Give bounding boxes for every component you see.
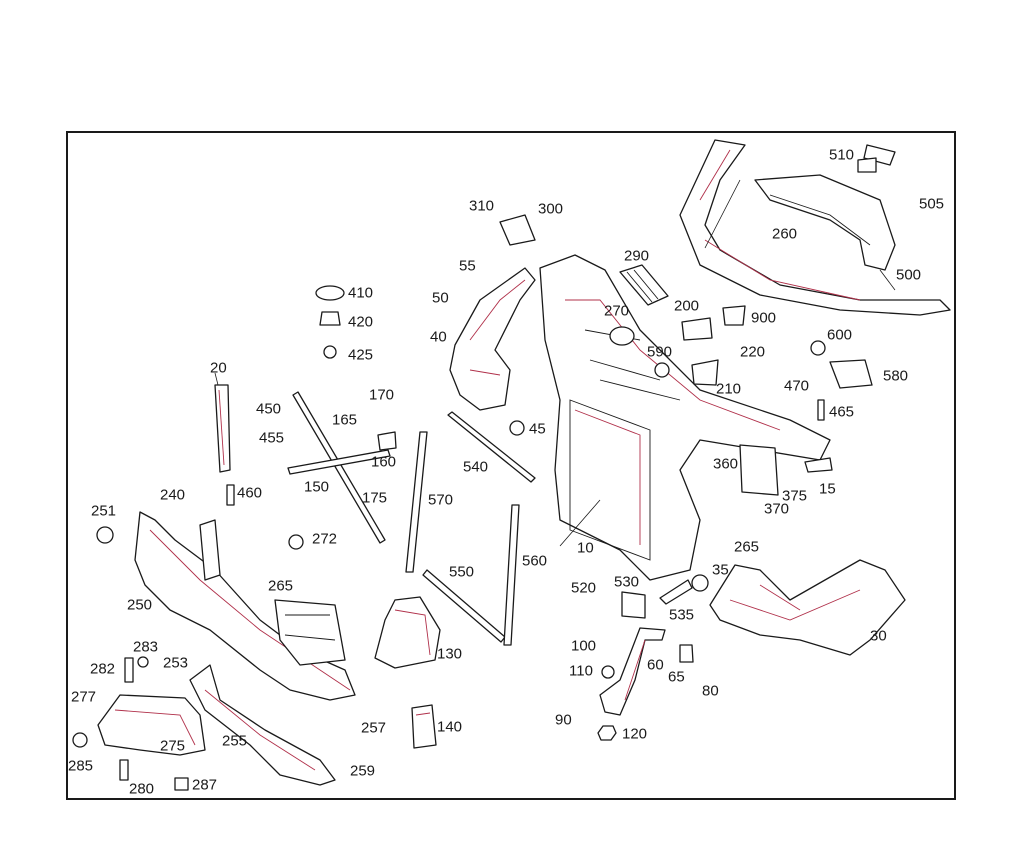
part-seal-strips: [405, 411, 536, 646]
part-grille: [619, 264, 669, 306]
callout-253: 253: [163, 654, 189, 672]
callout-287: 287: [192, 776, 218, 794]
part-vertical-rod: [214, 384, 231, 473]
callout-280: 280: [129, 780, 155, 798]
callout-560: 560: [522, 552, 548, 570]
callout-460: 460: [237, 484, 263, 502]
callout-425: 425: [348, 346, 374, 364]
callout-520: 520: [571, 579, 597, 597]
callout-275: 275: [160, 737, 186, 755]
callout-570: 570: [428, 491, 454, 509]
callout-270: 270: [604, 302, 630, 320]
callout-410: 410: [348, 284, 374, 302]
part-left-bracket: [449, 267, 536, 411]
callout-251: 251: [91, 502, 117, 520]
part-block: [411, 704, 437, 749]
callout-220: 220: [740, 343, 766, 361]
callout-300: 300: [538, 200, 564, 218]
part-bracket-arm: [599, 627, 666, 716]
callout-530: 530: [614, 573, 640, 591]
callout-455: 455: [259, 429, 285, 447]
part-lower-crossmember: [134, 511, 356, 701]
callout-50: 50: [432, 289, 449, 307]
callout-10: 10: [577, 539, 594, 557]
callout-535: 535: [669, 606, 695, 624]
callout-470: 470: [784, 377, 810, 395]
callout-282: 282: [90, 660, 116, 678]
callout-505: 505: [919, 195, 945, 213]
callout-165: 165: [332, 411, 358, 429]
callout-580: 580: [883, 367, 909, 385]
callout-210: 210: [716, 380, 742, 398]
callout-265-right: 265: [734, 538, 760, 556]
part-upper-bar: [679, 139, 951, 316]
callout-130: 130: [437, 645, 463, 663]
callout-40: 40: [430, 328, 447, 346]
callout-55: 55: [459, 257, 476, 275]
callout-255: 255: [222, 732, 248, 750]
callout-370: 370: [764, 500, 790, 518]
callout-240: 240: [160, 486, 186, 504]
callout-200: 200: [674, 297, 700, 315]
callout-259: 259: [350, 762, 376, 780]
callout-175: 175: [362, 489, 388, 507]
callout-900: 900: [751, 309, 777, 327]
callout-283: 283: [133, 638, 159, 656]
callout-140: 140: [437, 718, 463, 736]
part-air-duct: [374, 596, 441, 669]
callout-30: 30: [870, 627, 887, 645]
callout-510: 510: [829, 146, 855, 164]
callout-60: 60: [647, 656, 664, 674]
callout-90: 90: [555, 711, 572, 729]
callout-170: 170: [369, 386, 395, 404]
part-side-bracket: [97, 694, 206, 756]
part-cross-rods: [287, 391, 391, 544]
callout-375: 375: [782, 487, 808, 505]
callout-420: 420: [348, 313, 374, 331]
callout-272: 272: [312, 530, 338, 548]
callout-45: 45: [529, 420, 546, 438]
callout-310: 310: [469, 197, 495, 215]
callout-15: 15: [819, 480, 836, 498]
callout-257: 257: [361, 719, 387, 737]
small-parts: [72, 144, 896, 791]
callout-550: 550: [449, 563, 475, 581]
callout-120: 120: [622, 725, 648, 743]
callout-250: 250: [127, 596, 153, 614]
part-right-bracket: [709, 559, 906, 656]
callout-500: 500: [896, 266, 922, 284]
callout-150: 150: [304, 478, 330, 496]
callout-465: 465: [829, 403, 855, 421]
callout-277: 277: [71, 688, 97, 706]
callout-100: 100: [571, 637, 597, 655]
callout-600: 600: [827, 326, 853, 344]
callout-265-left: 265: [268, 577, 294, 595]
callout-540: 540: [463, 458, 489, 476]
callout-35: 35: [712, 561, 729, 579]
part-strut: [189, 664, 336, 786]
callout-360: 360: [713, 455, 739, 473]
callout-590: 590: [647, 343, 673, 361]
callout-65: 65: [668, 668, 685, 686]
callout-290: 290: [624, 247, 650, 265]
callout-285: 285: [68, 757, 94, 775]
callout-80: 80: [702, 682, 719, 700]
callout-450: 450: [256, 400, 282, 418]
callout-160: 160: [371, 453, 397, 471]
callout-20: 20: [210, 359, 227, 377]
callout-110: 110: [569, 662, 593, 680]
leader-lines: [214, 179, 896, 547]
diagram-frame: [66, 131, 956, 800]
callout-260: 260: [772, 225, 798, 243]
